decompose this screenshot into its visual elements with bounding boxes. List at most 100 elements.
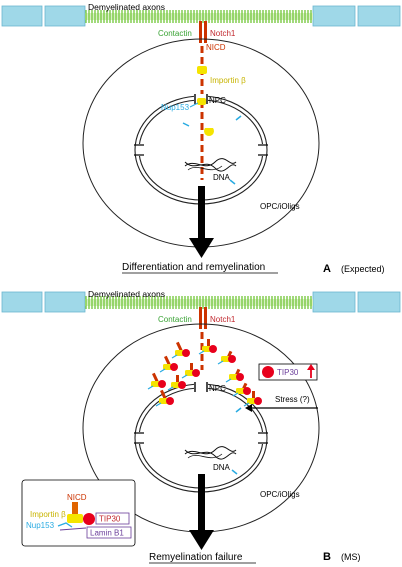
tip30-marker	[254, 397, 262, 405]
importin-beta-marker	[159, 398, 168, 404]
importin-beta-marker	[175, 350, 184, 356]
tip30-importin-complex	[181, 363, 200, 379]
panel-a: Demyelinated axons Contactin Notch1 NICD…	[1, 2, 401, 275]
nup153-filament	[181, 374, 188, 379]
tip30-marker	[178, 381, 186, 389]
legend-tip30-label: TIP30	[99, 515, 121, 524]
importin-beta-marker	[229, 374, 238, 380]
tip30-importin-complex	[171, 341, 190, 359]
nup153-filament	[171, 354, 178, 359]
nup153-filament	[243, 402, 250, 407]
tip30-marker	[236, 373, 244, 381]
nup153-filament	[217, 360, 224, 365]
legend-importin-label: Importin β	[30, 510, 66, 519]
importin-beta-marker	[247, 398, 256, 404]
notch1-receptor-2	[204, 307, 207, 329]
cell-type-label: OPC/iOligs	[260, 202, 300, 211]
tip30-importin-complex	[217, 350, 236, 365]
contactin-label: Contactin	[158, 29, 192, 38]
nuclear-envelope-inner	[138, 387, 264, 489]
importin-beta-marker	[221, 356, 230, 362]
axon-box-left-1	[1, 5, 43, 27]
importin-beta-marker	[171, 382, 180, 388]
tip30-complexes	[147, 339, 262, 407]
panel-letter: A	[323, 263, 331, 275]
nup153-filament	[232, 392, 239, 397]
npc-side-left	[136, 432, 142, 444]
outcome-arrow-shaft	[198, 474, 205, 532]
importin-beta-marker	[185, 370, 194, 376]
panel-condition: (MS)	[341, 552, 361, 562]
dna-strand	[184, 158, 237, 167]
axon-hatch	[85, 296, 312, 309]
nup-filament	[235, 407, 242, 413]
tip30-box	[258, 363, 318, 381]
npc-gap	[194, 382, 208, 392]
legend-lamin-label: Lamin B1	[90, 529, 124, 538]
tip30-marker	[170, 363, 178, 371]
axon-box-left-2	[44, 5, 86, 27]
up-arrow-icon	[307, 364, 315, 370]
legend-nup153-label: Nup153	[26, 521, 55, 530]
tip30-box-label: TIP30	[277, 368, 299, 377]
legend-nup-filament	[57, 522, 73, 528]
tip30-marker	[228, 355, 236, 363]
npc-side-right	[260, 432, 266, 444]
nicd-fragment	[176, 341, 183, 352]
demyelinated-axons-label: Demyelinated axons	[88, 289, 165, 299]
nup153-filament	[155, 402, 162, 407]
tip30-importin-complex	[147, 372, 166, 390]
notch1-label: Notch1	[210, 29, 236, 38]
nup153-filament	[159, 368, 166, 373]
tip30-marker	[166, 397, 174, 405]
tip30-marker	[209, 345, 217, 353]
tip30-importin-complex	[198, 339, 217, 355]
dna-strand	[184, 449, 237, 460]
legend-tip30-box	[95, 512, 130, 525]
dna-label: DNA	[213, 463, 231, 472]
nup-filament	[235, 115, 242, 121]
tip30-importin-complex	[155, 389, 174, 407]
tip30-importin-complex	[243, 391, 262, 407]
outcome-label: Remyelination failure	[149, 552, 243, 563]
importin-beta-label: Importin β	[210, 76, 246, 85]
npc-label: NPC	[209, 96, 226, 105]
tip30-importin-complex	[159, 355, 178, 373]
npc-label: NPC	[209, 384, 226, 393]
outcome-arrow-head	[189, 238, 214, 258]
panel-condition: (Expected)	[341, 264, 385, 274]
nicd-label: NICD	[206, 43, 226, 52]
nup153-filament	[225, 378, 232, 383]
cell-type-label: OPC/iOligs	[260, 490, 300, 499]
tip30-importin-complex	[232, 382, 251, 397]
axon-box-left-1	[1, 291, 43, 313]
stress-label: Stress (?)	[275, 395, 310, 404]
importin-beta-marker	[151, 381, 160, 387]
outcome-arrow-head	[189, 530, 214, 550]
panel-letter: B	[323, 551, 331, 563]
tip30-importin-complex	[167, 375, 186, 391]
notch1-receptor	[199, 307, 202, 329]
importin-beta-marker	[163, 364, 172, 370]
dna-strand	[184, 161, 237, 172]
outcome-arrow-shaft	[198, 186, 205, 240]
nup153-pointer	[189, 102, 199, 108]
tip30-marker	[243, 387, 251, 395]
legend-nicd-bar	[72, 502, 78, 516]
nup153-filament	[147, 385, 154, 390]
legend-importin-marker	[67, 514, 83, 523]
npc-side-left	[136, 144, 142, 156]
nicd-fragment	[252, 391, 255, 400]
importin-at-npc	[197, 98, 206, 105]
legend-lamin-line	[59, 527, 87, 531]
nup-filament	[231, 469, 238, 475]
legend-tip30-marker	[83, 513, 95, 525]
nup153-filament	[167, 386, 174, 391]
legend-nicd-label: NICD	[67, 493, 87, 502]
legend-inset: NICD Importin β Nup153 TIP30 Lamin B1	[21, 479, 136, 547]
dna-strand	[187, 453, 223, 459]
demyelinated-axons-label: Demyelinated axons	[88, 2, 165, 12]
stress-arrow-head	[245, 404, 252, 412]
axon-box-right-1	[312, 5, 356, 27]
dna-strand	[184, 446, 237, 455]
